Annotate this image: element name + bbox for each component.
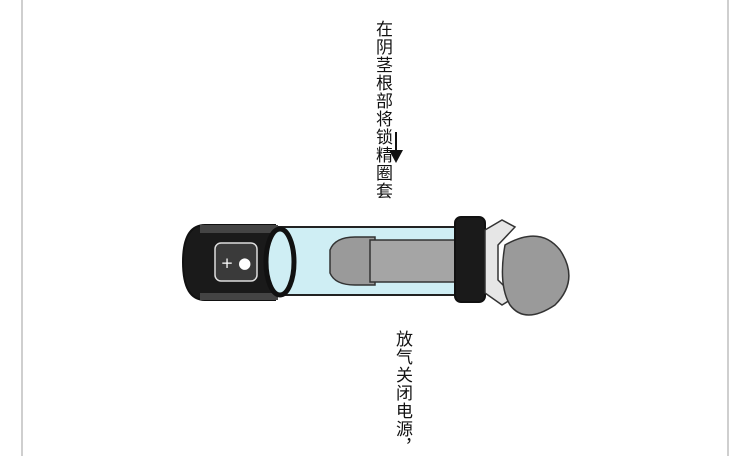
- cylinder-rim: [263, 226, 297, 298]
- left-frame-line: [21, 0, 23, 456]
- button-symbols: + ●: [221, 254, 251, 272]
- pump-head-band-bottom: [200, 293, 278, 300]
- instruction-bottom-text: 放气关闭电源，: [392, 330, 412, 456]
- button-panel: [214, 242, 258, 282]
- down-arrow-shaft: [395, 132, 397, 152]
- pump-head-band: [200, 225, 278, 233]
- right-frame-line: [727, 0, 729, 456]
- inner-insert: [329, 236, 376, 286]
- pump-device-illustration: + ●: [181, 216, 570, 316]
- down-arrow-icon: [389, 150, 403, 163]
- flange-ring: [484, 219, 517, 306]
- right-bulb: [501, 235, 570, 316]
- right-collar: [454, 216, 486, 303]
- instruction-top-text: 在阴茎根部将锁精圈套: [372, 20, 392, 200]
